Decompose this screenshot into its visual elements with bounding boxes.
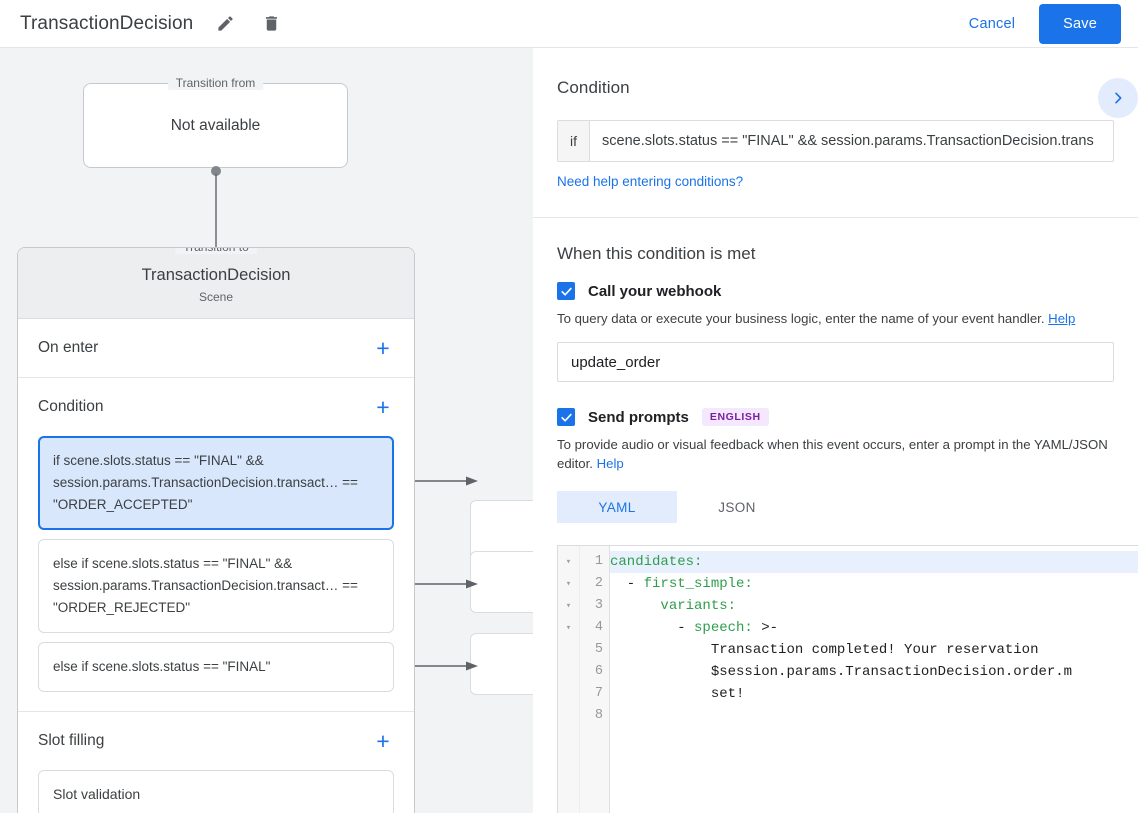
condition-if-row[interactable]: if [557,120,1114,162]
section-label-condition: Condition [38,398,104,415]
code-line[interactable]: variants: [660,598,737,614]
webhook-label: Call your webhook [588,282,722,300]
collapse-panel-button[interactable] [1098,78,1138,118]
save-button[interactable]: Save [1039,3,1121,44]
condition-card-3[interactable]: else if scene.slots.status == "FINAL" [38,642,394,692]
flow-canvas[interactable]: Transition from Not available Transition… [0,48,533,813]
section-on-enter: On enter + [18,319,414,378]
code-line[interactable]: - speech: >- [610,620,779,636]
when-condition-met-title: When this condition is met [557,244,756,263]
section-slot-filling: Slot filling + Slot validation [18,712,414,813]
transition-from-legend: Transition from [167,76,264,90]
slot-filling-list: Slot validation [38,770,394,813]
chevron-right-icon [1115,92,1122,104]
add-condition-button[interactable]: + [376,393,390,420]
scene-type: Scene [198,290,234,304]
condition-panel-title: Condition [557,78,630,97]
prompts-checkbox-row[interactable]: Send prompts ENGLISH [557,408,1114,426]
line-number: 8 [594,708,603,723]
slot-validation-item[interactable]: Slot validation [38,770,394,813]
tab-yaml[interactable]: YAML [557,491,677,523]
condition-block: Condition if Need help entering conditio… [533,48,1138,218]
condition-card-1[interactable]: if scene.slots.status == "FINAL" && sess… [38,436,394,530]
editor-line-numbers: 1 2 3 4 5 6 7 8 [580,546,610,813]
transition-to-card: Transition to TransactionDecision Scene … [17,247,415,813]
line-number: 4 [594,620,603,635]
edit-pencil-button[interactable] [211,10,239,38]
webhook-handler-input[interactable] [557,342,1114,382]
line-number: 2 [594,576,603,591]
prompts-checkbox[interactable] [557,408,575,426]
fold-spacer [558,705,579,727]
scene-header[interactable]: TransactionDecision Scene [18,248,414,319]
webhook-checkbox-row[interactable]: Call your webhook [557,282,1114,300]
webhook-checkbox[interactable] [557,282,575,300]
section-condition: Condition + if scene.slots.status == "FI… [18,378,414,712]
scene-name: TransactionDecision [141,266,291,284]
yaml-editor[interactable]: ▾ ▾ ▾ ▾ 1 2 3 4 5 6 7 8 candidates: - first_simple… [557,545,1138,813]
check-icon [560,413,572,422]
code-line[interactable]: $session.params.TransactionDecision.orde… [710,664,1073,680]
line-number: 5 [594,642,603,657]
fold-spacer [558,683,579,705]
line-number: 1 [594,554,603,569]
editor-format-tabs: YAML JSON [557,491,1114,523]
code-line[interactable]: Transaction completed! Your reservation [710,642,1039,658]
editor-fold-gutter[interactable]: ▾ ▾ ▾ ▾ [558,546,580,813]
cancel-button[interactable]: Cancel [955,8,1029,40]
condition-card-2[interactable]: else if scene.slots.status == "FINAL" &&… [38,539,394,633]
prompts-label: Send prompts [588,408,689,426]
prompts-help-link[interactable]: Help [596,456,624,471]
add-slot-filling-button[interactable]: + [376,727,390,754]
fold-arrow-icon[interactable]: ▾ [565,623,572,633]
code-line[interactable] [610,705,1138,727]
condition-help-link[interactable]: Need help entering conditions? [557,174,744,189]
prompts-description-text: To provide audio or visual feedback when… [557,437,1108,471]
code-line[interactable]: set! [710,686,745,702]
transition-to-legend: Transition to [175,248,257,254]
webhook-description-text: To query data or execute your business l… [557,311,1045,326]
add-on-enter-button[interactable]: + [376,334,390,361]
pencil-icon [218,16,233,31]
prompts-description: To provide audio or visual feedback when… [557,435,1109,473]
line-number: 7 [594,686,603,701]
section-header-condition: Condition + [38,378,394,436]
fold-arrow-icon[interactable]: ▾ [565,601,572,611]
when-condition-met-block: When this condition is met Call your web… [533,218,1138,523]
fold-spacer [558,661,579,683]
line-number: 6 [594,664,603,679]
webhook-description: To query data or execute your business l… [557,309,1114,328]
target-node-2[interactable] [470,551,533,613]
section-label-on-enter: On enter [38,339,99,356]
trash-icon [265,16,277,31]
line-number: 3 [594,598,603,613]
editor-code-area[interactable]: candidates: - first_simple: variants: - … [610,546,1138,813]
webhook-help-link[interactable]: Help [1048,311,1076,326]
language-badge: ENGLISH [701,408,769,426]
transition-from-value: Not available [170,116,261,134]
check-icon [560,287,572,296]
condition-input[interactable] [590,121,1113,161]
code-line[interactable]: - first_simple: [610,576,753,592]
if-label: if [558,121,590,161]
transition-from-card[interactable]: Transition from Not available [83,76,348,168]
condition-list: if scene.slots.status == "FINAL" && sess… [38,436,394,711]
section-label-slot-filling: Slot filling [38,732,105,749]
fold-arrow-icon[interactable]: ▾ [565,557,572,567]
delete-button[interactable] [257,10,285,38]
tab-json[interactable]: JSON [718,499,756,515]
section-header-on-enter: On enter + [38,319,394,377]
page-title: TransactionDecision [20,12,194,34]
fold-spacer [558,639,579,661]
code-line[interactable]: candidates: [610,551,1138,573]
section-header-slot-filling: Slot filling + [38,712,394,770]
top-bar: TransactionDecision Cancel Save [0,0,1138,48]
fold-arrow-icon[interactable]: ▾ [565,579,572,589]
target-node-3[interactable] [470,633,533,695]
